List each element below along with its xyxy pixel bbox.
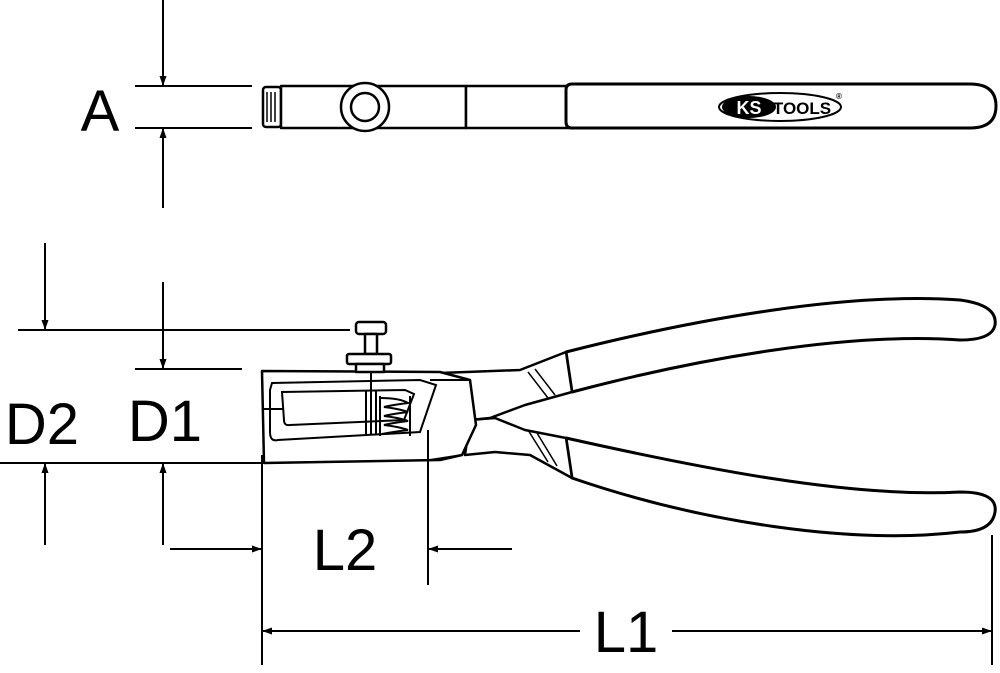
spring (379, 396, 411, 436)
dimension-l1: L1 (262, 535, 993, 665)
top-jaw-tip (261, 85, 283, 129)
dimension-label-d1: D1 (128, 389, 202, 454)
brand-logo: KS TOOLS ® (718, 92, 842, 122)
adjusting-screw (345, 320, 393, 434)
dimension-label-a: A (81, 79, 120, 144)
dimension-label-l1: L1 (594, 600, 659, 665)
top-handle-neck (464, 84, 572, 130)
top-view-pliers: KS TOOLS ® (261, 81, 998, 133)
logo-suffix-text: TOOLS (773, 99, 831, 118)
dimension-label-d2: D2 (5, 392, 79, 457)
lower-neck (463, 416, 574, 480)
dimension-label-l2: L2 (313, 518, 378, 583)
side-view-pliers (260, 297, 997, 538)
dimension-a: A (81, 0, 252, 208)
upper-handle-grip (564, 297, 997, 394)
top-pivot-rivet-inner (349, 91, 381, 123)
blade-opening (269, 378, 438, 442)
stripper-head (260, 369, 478, 465)
dimension-d2: D2 (0, 243, 350, 545)
dimension-l2: L2 (170, 430, 512, 665)
logo-registered-mark: ® (836, 92, 842, 101)
dimension-d1: D1 (128, 282, 242, 545)
logo-prefix-text: KS (736, 98, 761, 118)
lower-handle-grip (564, 436, 997, 538)
